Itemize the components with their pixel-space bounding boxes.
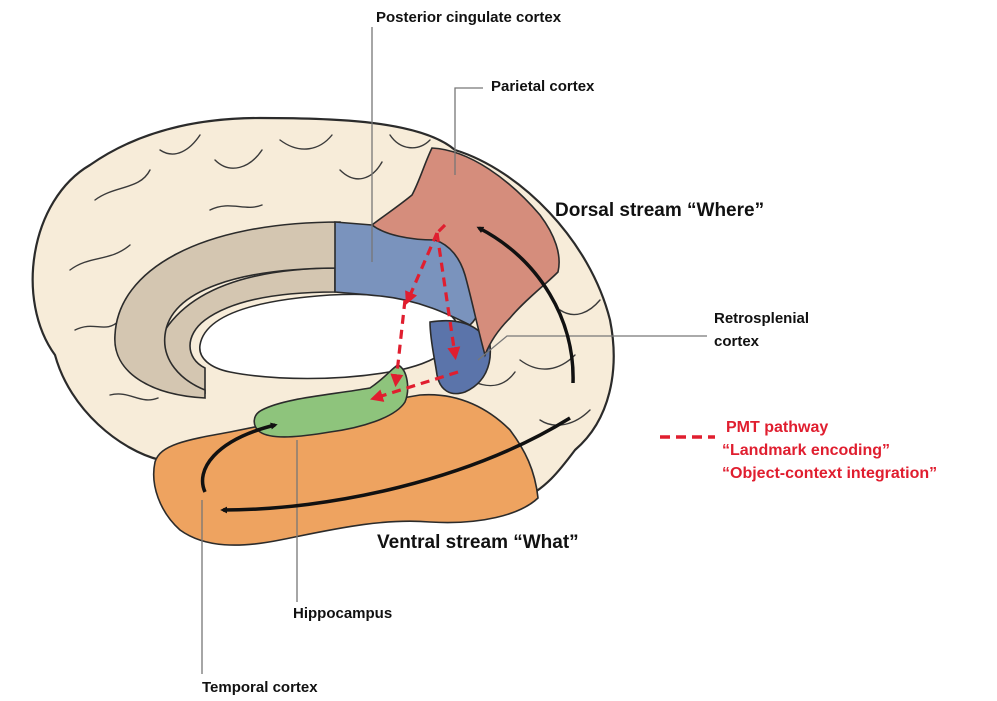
- label-ventral-stream: Ventral stream “What”: [377, 531, 579, 555]
- label-dorsal-stream: Dorsal stream “Where”: [555, 199, 764, 223]
- label-retrosplenial-line2: cortex: [714, 333, 759, 352]
- label-parietal-cortex: Parietal cortex: [491, 78, 594, 97]
- legend-pmt-title: PMT pathway: [726, 418, 828, 438]
- label-temporal-cortex: Temporal cortex: [202, 679, 318, 698]
- label-hippocampus: Hippocampus: [293, 605, 392, 624]
- label-retrosplenial-line1: Retrosplenial: [714, 310, 809, 329]
- legend-landmark-encoding: “Landmark encoding”: [722, 441, 890, 461]
- label-posterior-cingulate-cortex: Posterior cingulate cortex: [376, 9, 561, 28]
- legend-object-context-integration: “Object-context integration”: [722, 464, 937, 484]
